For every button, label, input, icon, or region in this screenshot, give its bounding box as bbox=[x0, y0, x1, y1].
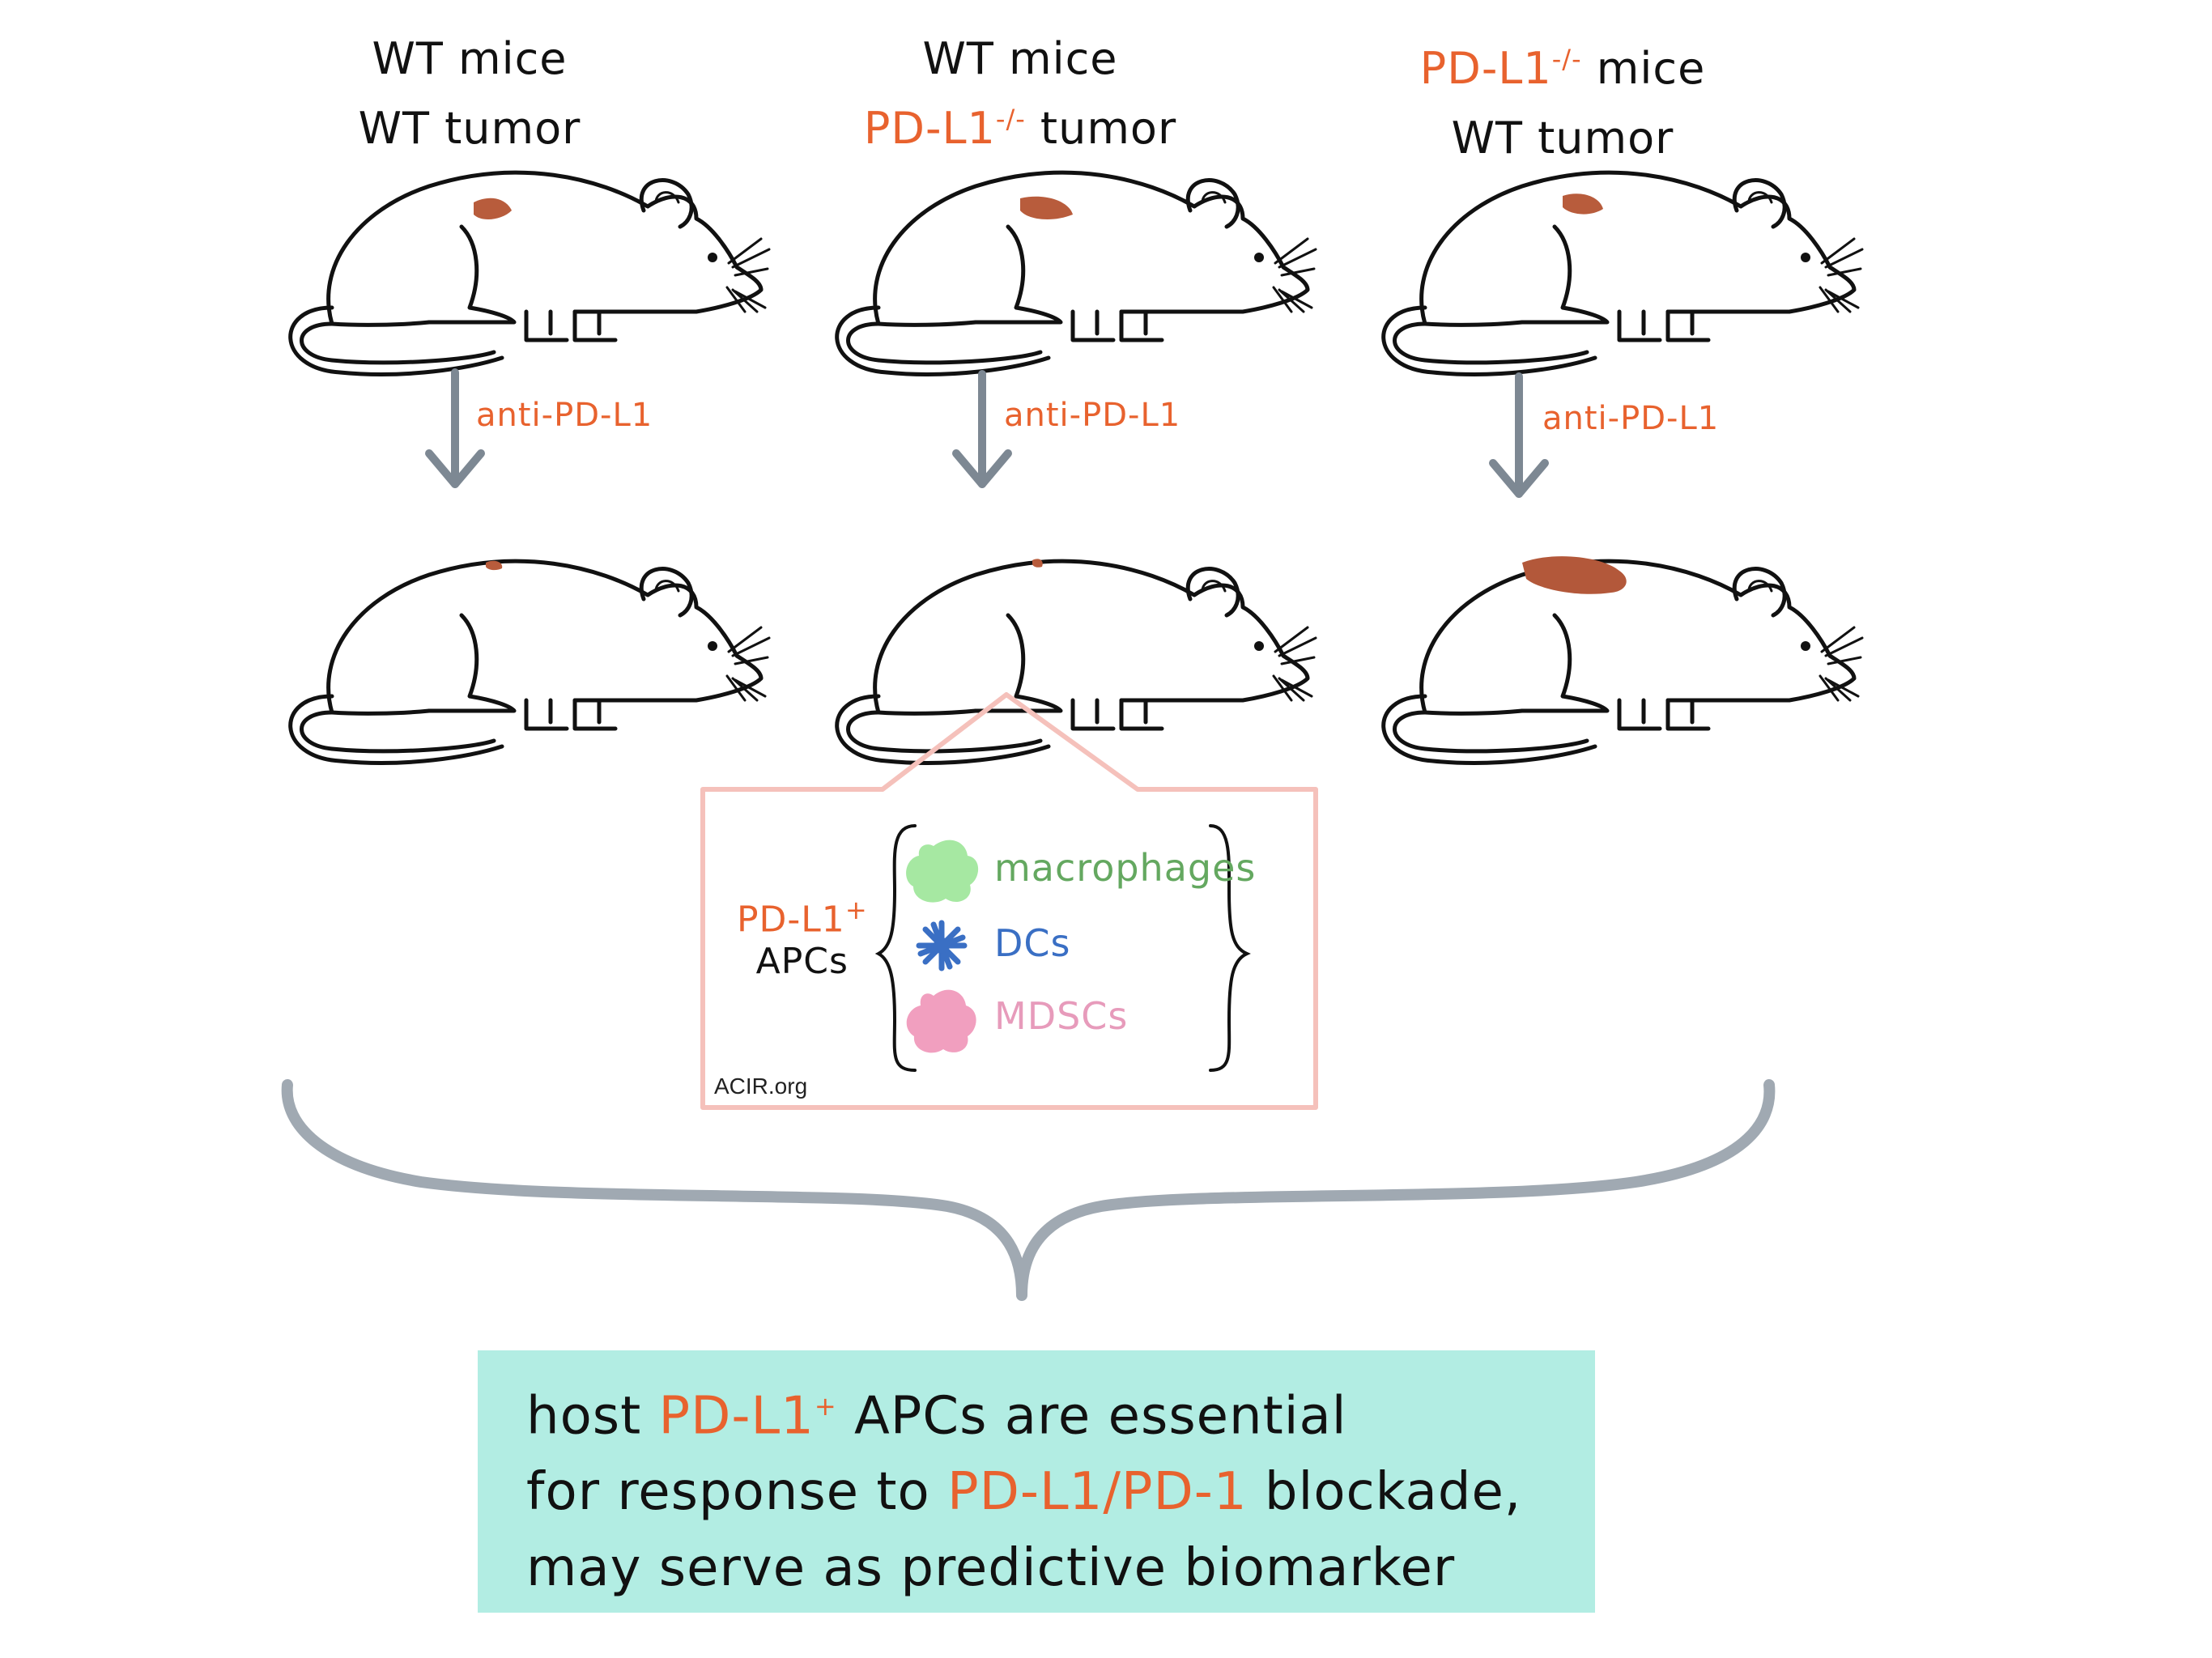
column-3-mice-sup: -/- bbox=[1551, 44, 1582, 74]
tumor-mark bbox=[1032, 559, 1043, 568]
mouse-wt-wt-before bbox=[291, 172, 769, 374]
arrow-down-3 bbox=[1489, 372, 1549, 498]
inset-right-brace bbox=[1209, 824, 1251, 1072]
mouse-wt-ko-after bbox=[837, 559, 1316, 763]
mouse-ko-wt-after bbox=[1384, 556, 1862, 763]
arrow-down-1 bbox=[425, 368, 485, 488]
acir-watermark: ACIR.org bbox=[714, 1073, 808, 1099]
column-3-mice-genotype: PD-L1 bbox=[1419, 43, 1552, 94]
column-3-treatment-label: anti-PD-L1 bbox=[1542, 400, 1720, 437]
conclusion-line-2-c: blockade, bbox=[1247, 1462, 1522, 1523]
conclusion-panel: host PD-L1+ APCs are essential for respo… bbox=[478, 1350, 1595, 1613]
column-3-header: PD-L1-/- mice WT tumor bbox=[1360, 34, 1765, 174]
inset-pdl1-sup: + bbox=[844, 895, 868, 925]
green-blob-icon bbox=[906, 840, 979, 903]
mouse-ko-wt-before bbox=[1384, 172, 1862, 374]
mdscs-label: MDSCs bbox=[994, 994, 1129, 1038]
column-2-mice-label: WT mice bbox=[922, 33, 1118, 84]
tumor-mark bbox=[1020, 196, 1073, 220]
column-2-treatment-label: anti-PD-L1 bbox=[1004, 397, 1181, 434]
conclusion-line-2-a: for response to bbox=[526, 1462, 947, 1523]
column-2-tumor-genotype: PD-L1 bbox=[863, 103, 996, 155]
pink-flower-icon bbox=[906, 989, 976, 1053]
mouse-wt-wt-after bbox=[291, 561, 769, 763]
conclusion-line-1-sup: + bbox=[814, 1391, 837, 1422]
conclusion-line-1-a: host bbox=[526, 1386, 659, 1447]
blue-star-icon bbox=[916, 920, 968, 971]
summary-brace bbox=[281, 1079, 1776, 1301]
conclusion-line-1-c: APCs are essential bbox=[836, 1386, 1347, 1447]
column-2-tumor-suffix: tumor bbox=[1025, 103, 1177, 155]
dcs-label: DCs bbox=[994, 921, 1071, 965]
inset-left-brace bbox=[874, 824, 917, 1072]
column-1-tumor-label: WT tumor bbox=[358, 103, 581, 155]
tumor-mark bbox=[486, 560, 503, 571]
column-3-mice-suffix: mice bbox=[1581, 43, 1706, 94]
column-2-tumor-sup: -/- bbox=[995, 104, 1026, 135]
inset-callout-border bbox=[700, 692, 1318, 1110]
conclusion-line-2: for response to PD-L1/PD-1 blockade, bbox=[526, 1454, 1595, 1530]
column-2-header: WT mice PD-L1-/- tumor bbox=[818, 24, 1223, 164]
column-1-treatment-label: anti-PD-L1 bbox=[476, 397, 653, 434]
arrow-down-2 bbox=[952, 370, 1012, 488]
tumor-mark bbox=[1563, 193, 1603, 215]
conclusion-line-1-pdl1: PD-L1 bbox=[658, 1386, 815, 1447]
tumor-mark bbox=[474, 198, 512, 220]
macrophages-label: macrophages bbox=[994, 846, 1257, 890]
column-3-tumor-label: WT tumor bbox=[1451, 113, 1674, 164]
column-3-mice-label: PD-L1-/- mice bbox=[1360, 34, 1765, 104]
column-1-header: WT mice WT tumor bbox=[267, 24, 672, 164]
column-1-mice-label: WT mice bbox=[372, 33, 568, 84]
inset-pdl1-label: PD-L1 bbox=[737, 899, 845, 941]
mouse-wt-ko-before bbox=[837, 172, 1316, 374]
tumor-mark bbox=[1522, 556, 1627, 594]
conclusion-line-3: may serve as predictive biomarker bbox=[526, 1538, 1456, 1599]
column-2-tumor-label: PD-L1-/- tumor bbox=[818, 94, 1223, 164]
inset-apcs-label: APCs bbox=[755, 940, 849, 982]
conclusion-line-1: host PD-L1+ APCs are essential bbox=[526, 1368, 1595, 1454]
inset-apc-label: PD-L1+ APCs bbox=[737, 895, 868, 982]
conclusion-line-2-pdl1-pd1: PD-L1/PD-1 bbox=[946, 1462, 1248, 1523]
